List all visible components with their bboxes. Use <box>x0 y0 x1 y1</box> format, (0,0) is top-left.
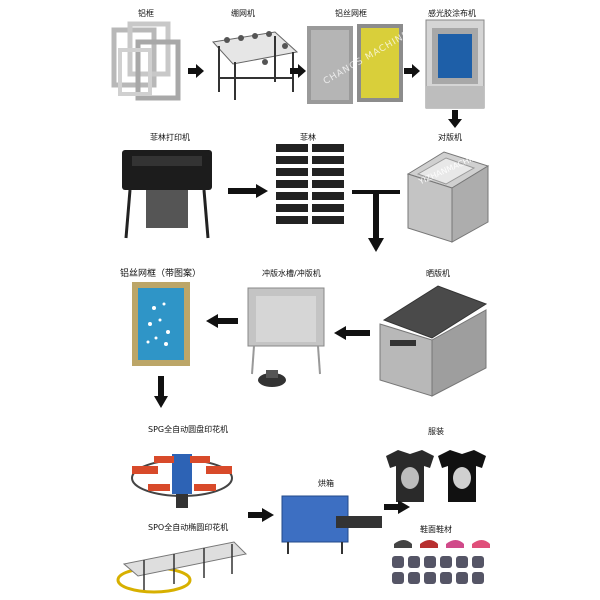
label-film-printer: 菲林打印机 <box>150 133 190 142</box>
label-emulsion-coater: 感光胶涂布机 <box>428 9 476 18</box>
label-aluminum-screen-frame: 铝丝网框 <box>335 9 367 18</box>
washout-booth-image <box>244 282 328 394</box>
arrow-right-2 <box>290 64 306 78</box>
spo-oval-press-image <box>114 534 250 596</box>
label-spg-round-press: SPG全自动圆盘印花机 <box>148 425 229 434</box>
label-garments: 服装 <box>428 427 444 436</box>
stretching-machine-image <box>205 22 301 102</box>
shoe-materials-image <box>390 534 494 596</box>
arrow-down-2 <box>154 376 168 408</box>
dryer-image <box>276 490 384 556</box>
label-aluminum-frame: 铝框 <box>138 9 154 18</box>
exposure-machine-image <box>376 280 490 398</box>
arrow-down-1 <box>448 110 462 128</box>
film-sheets-image <box>274 142 346 232</box>
arrow-right-3 <box>404 64 420 78</box>
aluminum-screen-frame-image: CHANGS MACHINERY <box>305 20 423 108</box>
arrow-left-2 <box>334 326 370 340</box>
arrow-right-4 <box>228 184 268 198</box>
label-registration-machine: 对版机 <box>438 133 462 142</box>
emulsion-coater-image <box>424 18 486 110</box>
registration-machine-image: YIZHANMACHINERY <box>404 144 492 244</box>
label-shoe-materials: 鞋面鞋材 <box>420 525 452 534</box>
label-film: 菲林 <box>300 133 316 142</box>
label-stretching-machine: 绷网机 <box>231 9 255 18</box>
t-connector-arrow <box>352 190 400 254</box>
arrow-up-right <box>384 500 410 514</box>
arrow-right-5 <box>248 508 274 522</box>
spg-round-press-image <box>126 436 238 510</box>
arrow-left-1 <box>206 314 238 328</box>
patterned-frame-image <box>130 280 192 368</box>
garments-image <box>380 448 492 504</box>
label-exposure-machine: 晒版机 <box>426 269 450 278</box>
label-patterned-frame: 铝丝网框（带图案） <box>120 269 202 279</box>
label-dryer: 烘箱 <box>318 479 334 488</box>
film-printer-image <box>118 144 216 240</box>
aluminum-frame-image <box>108 20 188 102</box>
label-washout-booth: 冲版水槽/冲版机 <box>262 269 321 278</box>
label-spo-oval-press: SPO全自动椭圆印花机 <box>148 523 229 532</box>
arrow-right-1 <box>188 64 204 78</box>
